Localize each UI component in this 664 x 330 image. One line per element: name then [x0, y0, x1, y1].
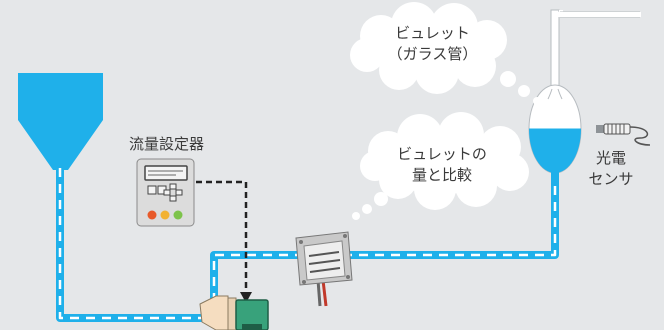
- compare-label: ビュレットの 量と比較: [378, 144, 506, 186]
- compare-label-line2: 量と比較: [411, 166, 472, 184]
- sensor-label-line2: センサ: [588, 170, 634, 188]
- flow-meter-device-icon: [295, 231, 353, 307]
- compare-label-line1: ビュレットの: [397, 145, 487, 163]
- burette-label: ビュレット （ガラス管）: [370, 23, 495, 65]
- supply-tank: [18, 73, 103, 170]
- flow-setter-controller-icon: [136, 158, 195, 227]
- piping: [56, 168, 559, 322]
- sensor-label-line1: 光電: [595, 149, 626, 167]
- burette-label-line1: ビュレット: [395, 24, 470, 42]
- flow-setter-label: 流量設定器: [128, 135, 204, 153]
- thought-cloud-burette: [350, 2, 541, 105]
- burette: [528, 9, 641, 186]
- thought-cloud-compare: [352, 112, 529, 220]
- pump-icon: [199, 295, 269, 330]
- sensor-label: 光電 センサ: [580, 148, 642, 190]
- photoelectric-sensor-icon: [596, 123, 651, 146]
- burette-label-line2: （ガラス管）: [387, 45, 478, 63]
- control-signal-line: [196, 180, 252, 303]
